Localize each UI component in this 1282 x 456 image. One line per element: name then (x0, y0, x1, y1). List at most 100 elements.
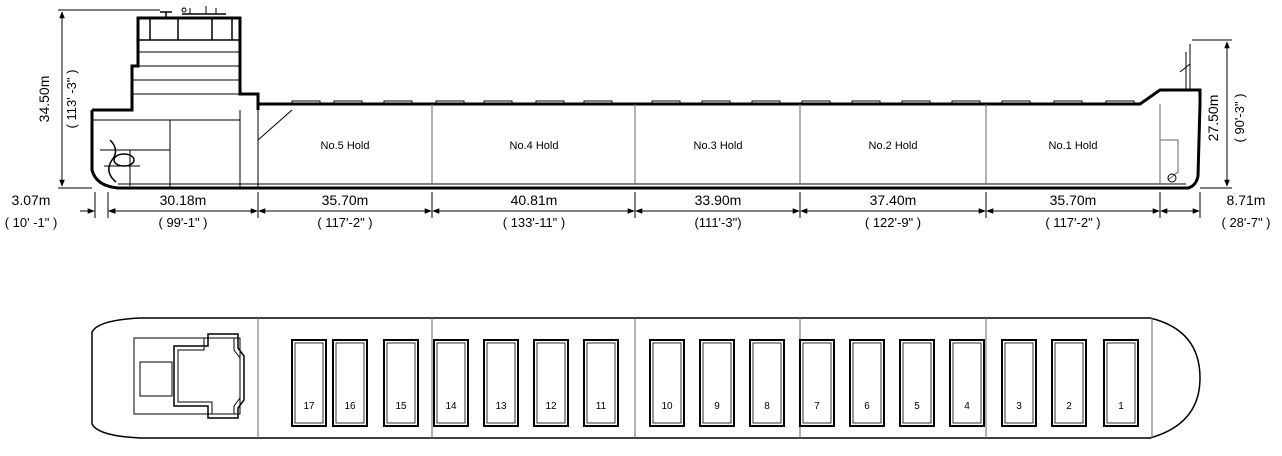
hatch-frame (949, 339, 985, 427)
hatch-coaming (586, 342, 616, 424)
hatch-number: 11 (596, 401, 607, 412)
hatch-number: 8 (764, 401, 770, 412)
hatch-13: 13 (483, 339, 519, 427)
dim-1-metric: 30.18m (160, 192, 207, 208)
hatch-coaming (1106, 342, 1136, 424)
hatch-frame (849, 339, 885, 427)
hatch-7: 7 (799, 339, 835, 427)
hatch-number: 17 (303, 401, 315, 412)
hatch-16: 16 (332, 339, 368, 427)
hatch-number: 3 (1016, 401, 1022, 412)
dimension-extension-lines (94, 192, 1201, 218)
dim-3-imperial: ( 133'-11" ) (503, 215, 566, 230)
hatch-coaming (294, 342, 324, 424)
hatch-4: 4 (949, 339, 985, 427)
hatch-coaming (335, 342, 365, 424)
height-fwd-metric: 27.50m (1205, 95, 1221, 142)
hatch-6: 6 (849, 339, 885, 427)
hatch-frame (483, 339, 519, 427)
deckhouse-plan (133, 333, 245, 419)
hold-label-no5: No.5 Hold (321, 140, 370, 152)
hold-bulkheads (431, 104, 1179, 184)
hatch-12: 12 (533, 339, 569, 427)
hatch-number: 6 (864, 401, 870, 412)
hatch-frame (533, 339, 569, 427)
hatch-number: 13 (495, 401, 507, 412)
dim-1-imperial: ( 99'-1" ) (159, 215, 208, 230)
dim-3-metric: 40.81m (511, 192, 558, 208)
hold-label-no1: No.1 Hold (1049, 140, 1098, 152)
length-dimensions: 3.07m ( 10' -1" ) 30.18m ( 99'-1" ) 35.7… (5, 192, 1271, 230)
hatch-openings: 17 16 15 14 13 12 11 10 9 8 7 6 5 4 3 2 1 (291, 339, 1139, 427)
hatch-frame (291, 339, 327, 427)
hatch-frame (699, 339, 735, 427)
hull-plan-outline (91, 317, 1201, 439)
hatch-8: 8 (749, 339, 785, 427)
dim-4-imperial: (111'-3") (694, 215, 741, 230)
hatch-5: 5 (899, 339, 935, 427)
hold-label-no2: No.2 Hold (869, 140, 918, 152)
hatch-15: 15 (383, 339, 419, 427)
hatch-number: 1 (1118, 401, 1124, 412)
hull-profile-outline (90, 88, 1202, 190)
hatch-frame (383, 339, 419, 427)
fore-mast (1179, 44, 1191, 90)
hatch-frame (899, 339, 935, 427)
hold-label-no4: No.4 Hold (510, 140, 559, 152)
hatch-frame (332, 339, 368, 427)
dim-4-metric: 33.90m (695, 192, 742, 208)
hatch-coaming (652, 342, 682, 424)
dim-6-imperial: ( 117'-2" ) (1045, 215, 1100, 230)
hatch-coaming (752, 342, 782, 424)
hatch-coaming (436, 342, 466, 424)
dim-6-metric: 35.70m (1050, 192, 1097, 208)
hatch-frame (799, 339, 835, 427)
profile-view: No.5 Hold No.4 Hold No.3 Hold No.2 Hold … (36, 6, 1247, 190)
deck-hatch-covers (291, 100, 1135, 105)
hold-label-no3: No.3 Hold (694, 140, 743, 152)
hatch-number: 5 (914, 401, 920, 412)
hatch-number: 14 (445, 401, 457, 412)
hatch-frame (749, 339, 785, 427)
hatch-frame (433, 339, 469, 427)
dim-2-imperial: ( 117'-2" ) (317, 215, 372, 230)
hatch-frame (1001, 339, 1037, 427)
hatch-3: 3 (1001, 339, 1037, 427)
hatch-number: 12 (545, 401, 557, 412)
hatch-10: 10 (649, 339, 685, 427)
hatch-coaming (702, 342, 732, 424)
hatch-9: 9 (699, 339, 735, 427)
dim-5-metric: 37.40m (870, 192, 917, 208)
plan-section-dividers (257, 318, 1153, 438)
hatch-coaming (1054, 342, 1084, 424)
dim-7-imperial: ( 28'-7" ) (1222, 215, 1271, 230)
hatch-number: 10 (661, 401, 673, 412)
hatch-number: 9 (714, 401, 720, 412)
hatch-coaming (802, 342, 832, 424)
hatch-coaming (852, 342, 882, 424)
stern-machinery (92, 110, 241, 188)
hatch-1: 1 (1103, 339, 1139, 427)
height-fwd-imperial: ( 90'-3" ) (1232, 94, 1247, 143)
hatch-coaming (386, 342, 416, 424)
superstructure (92, 6, 260, 112)
height-aft-imperial: ( 113' -3" ) (64, 70, 79, 129)
hatch-number: 7 (814, 401, 820, 412)
hatch-2: 2 (1051, 339, 1087, 427)
hatch-number: 15 (395, 401, 407, 412)
hatch-frame (649, 339, 685, 427)
dim-2-metric: 35.70m (322, 192, 369, 208)
hatch-coaming (952, 342, 982, 424)
hatch-11: 11 (583, 339, 619, 427)
dim-5-imperial: ( 122'-9" ) (865, 215, 921, 230)
dim-0-imperial: ( 10' -1" ) (5, 215, 58, 230)
hatch-number: 2 (1066, 401, 1072, 412)
hatch-coaming (486, 342, 516, 424)
hatch-coaming (536, 342, 566, 424)
dim-0-metric: 3.07m (12, 192, 51, 208)
hatch-14: 14 (433, 339, 469, 427)
hatch-frame (583, 339, 619, 427)
aft-hold-slope (257, 109, 293, 141)
hatch-coaming (902, 342, 932, 424)
plan-view: 17 16 15 14 13 12 11 10 9 8 7 6 5 4 3 2 1 (91, 317, 1201, 439)
